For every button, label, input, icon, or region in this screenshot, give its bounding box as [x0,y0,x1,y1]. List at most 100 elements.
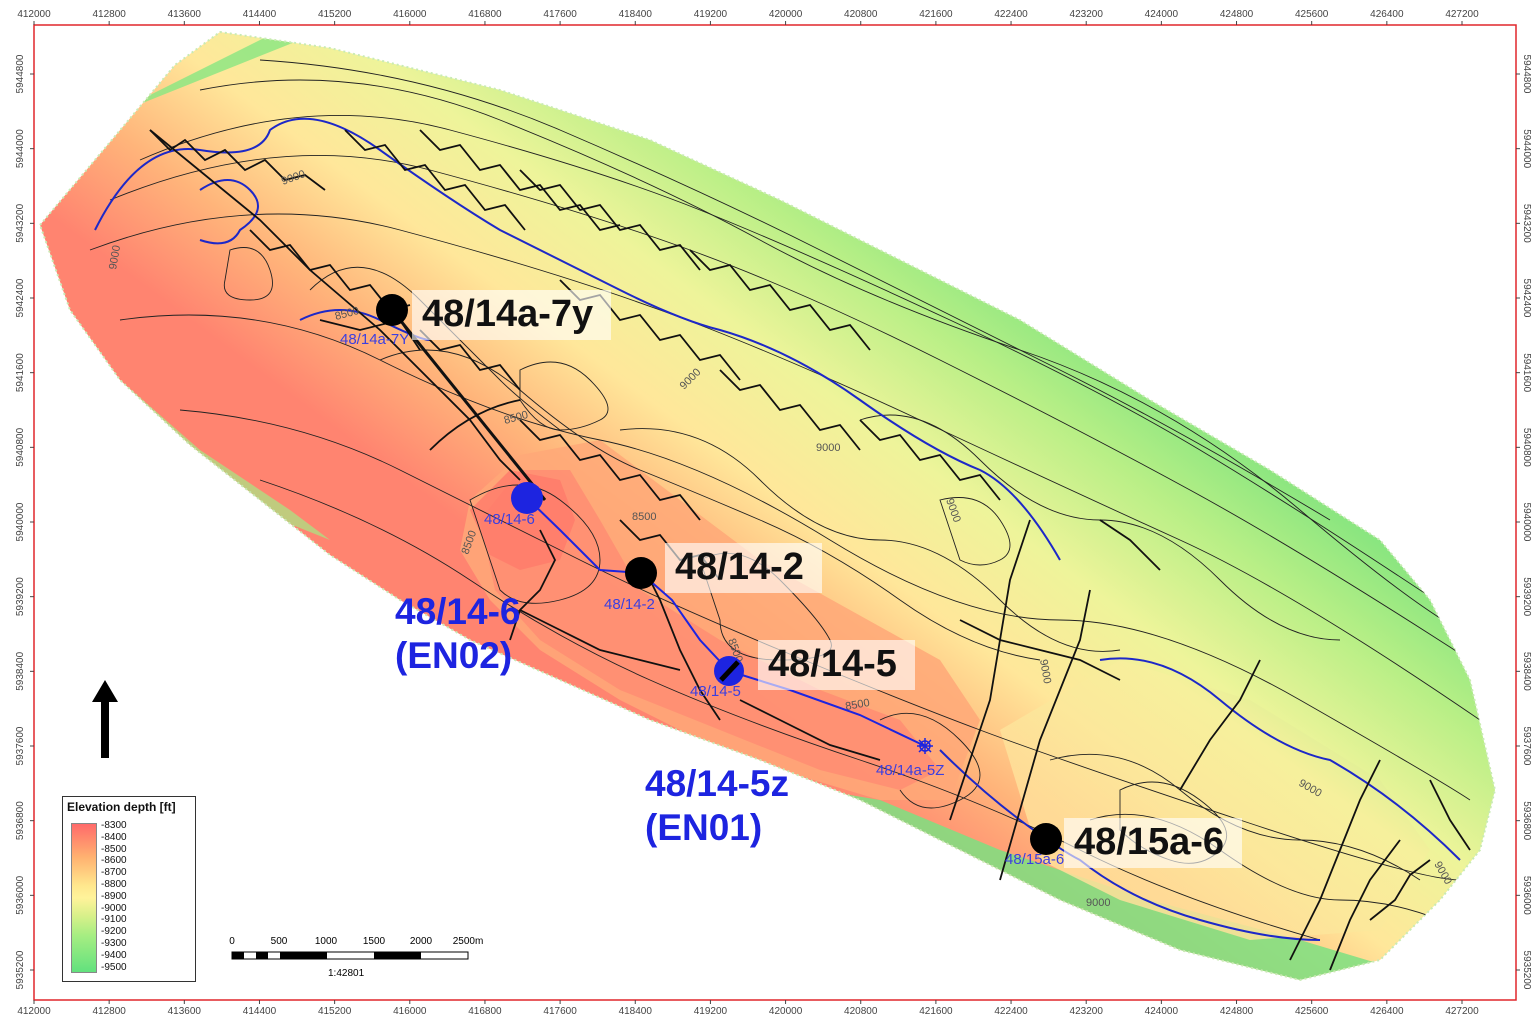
legend-value: -9300 [101,937,127,949]
x-tick-label: 422400 [994,1006,1028,1017]
x-tick-label: 421600 [919,1006,953,1017]
legend-value: -9400 [101,949,127,961]
well-label-48-14-5: 48/14-5 [758,640,915,690]
y-tick-label: 5936000 [15,875,26,914]
x-tick-label: 427200 [1445,1006,1479,1017]
y-tick-label: 5940000 [1521,503,1532,542]
x-tick-label: 415200 [318,1006,352,1017]
well-marker-48-14-2 [625,557,657,589]
x-tick-label: 413600 [168,1006,202,1017]
y-tick-label: 5940000 [15,502,26,541]
frame-tick-marks [30,21,1520,1004]
x-tick-label: 422400 [994,9,1028,20]
y-tick-label: 5944000 [1521,129,1532,168]
x-tick-label: 412000 [17,1006,51,1017]
well-marker-48-15a-6 [1030,823,1062,855]
x-tick-label: 417600 [543,9,577,20]
scale-tick-label: 0 [229,936,235,947]
contour-label: 9000 [1086,897,1110,909]
y-tick-label: 5941600 [1521,353,1532,392]
x-tick-label: 424800 [1220,9,1254,20]
x-tick-label: 412800 [92,1006,126,1017]
contour-label: 9000 [1037,658,1053,684]
x-tick-label: 412800 [92,9,126,20]
y-tick-label: 5940800 [1521,428,1532,467]
legend-color-ramp [71,823,97,973]
x-tick-label: 420800 [844,1006,878,1017]
y-tick-label: 5938400 [1521,652,1532,691]
x-tick-label: 417600 [543,1006,577,1017]
legend-value: -9500 [101,961,127,973]
x-tick-label: 416000 [393,1006,427,1017]
x-tick-label: 414400 [243,9,277,20]
y-tick-label: 5944000 [15,129,26,168]
legend-values: -8300-8400-8500-8600-8700-8800-8900-9000… [101,820,127,973]
elevation-legend: Elevation depth [ft] -8300-8400-8500-860… [62,796,196,982]
scale-ratio: 1:42801 [328,968,365,979]
y-tick-label: 5940800 [15,427,26,466]
y-tick-label: 5937600 [15,726,26,765]
legend-value: -9100 [101,914,127,926]
well-label-48-14-2: 48/14-2 [665,543,822,593]
north-arrow-icon [92,680,118,758]
y-axis-left-labels: 5944800594400059432005942400594160059408… [15,54,26,989]
y-tick-label: 5939200 [1521,577,1532,616]
x-tick-label: 424000 [1145,1006,1179,1017]
legend-value: -8400 [101,831,127,843]
fault-lines [149,129,1471,971]
x-tick-label: 426400 [1370,9,1404,20]
small-label-48-14a-5z: 48/14a-5Z [876,762,944,779]
elevation-surface [38,30,1497,982]
legend-value: -8600 [101,855,127,867]
x-tick-label: 420000 [769,1006,803,1017]
small-well-labels: 48/14a-7Y 48/14-6 48/14-2 48/14-5 48/14a… [340,331,1064,868]
x-tick-label: 416000 [393,9,427,20]
x-tick-label: 418400 [619,1006,653,1017]
legend-value: -8800 [101,878,127,890]
y-tick-label: 5939200 [15,577,26,616]
well-trajectories [390,309,926,747]
x-tick-label: 412000 [17,9,51,20]
well-markers [376,294,1062,855]
legend-value: -8900 [101,890,127,902]
x-tick-label: 416800 [468,9,502,20]
x-tick-label: 413600 [168,9,202,20]
scale-tick-label: 1000 [315,936,338,947]
x-tick-label: 419200 [694,9,728,20]
x-tick-label: 418400 [619,9,653,20]
contour-label: 8500 [844,697,870,713]
scale-tick-label: 500 [271,936,288,947]
y-tick-label: 5935200 [1521,951,1532,990]
x-tick-label: 424800 [1220,1006,1254,1017]
legend-value: -9000 [101,902,127,914]
well-label-48-15a-6: 48/15a-6 [1064,818,1243,868]
x-tick-label: 415200 [318,9,352,20]
y-tick-label: 5938400 [15,651,26,690]
contour-label: 9000 [816,442,840,454]
contour-label: 9000 [107,244,123,270]
y-tick-label: 5936800 [15,801,26,840]
small-label-48-14-2: 48/14-2 [604,596,655,613]
x-tick-label: 420000 [769,9,803,20]
well-label-48-14-5z-name: 48/14-5z [645,763,789,804]
x-tick-label: 421600 [919,9,953,20]
x-axis-top-labels: 412000 412800 413600 414400 415200 416000 4168… [17,9,1479,20]
contour-label: 8500 [632,511,656,523]
well-label-48-14-5z: 48/14-5z (EN01) [645,762,789,850]
map-frame [33,24,1517,1001]
x-tick-label: 416800 [468,1006,502,1017]
well-label-48-14-6: 48/14-6 (EN02) [395,590,521,678]
well-label-48-14a-7y: 48/14a-7y [412,290,612,340]
y-tick-label: 5937600 [1521,727,1532,766]
small-label-48-15a-6: 48/15a-6 [1005,851,1064,868]
x-tick-label: 420800 [844,9,878,20]
x-tick-label: 423200 [1070,9,1104,20]
x-tick-label: 419200 [694,1006,728,1017]
scale-tick-label: 2500m [453,936,484,947]
legend-value: -8500 [101,843,127,855]
y-tick-label: 5943200 [1521,204,1532,243]
small-label-48-14a-7y: 48/14a-7Y [340,331,409,348]
